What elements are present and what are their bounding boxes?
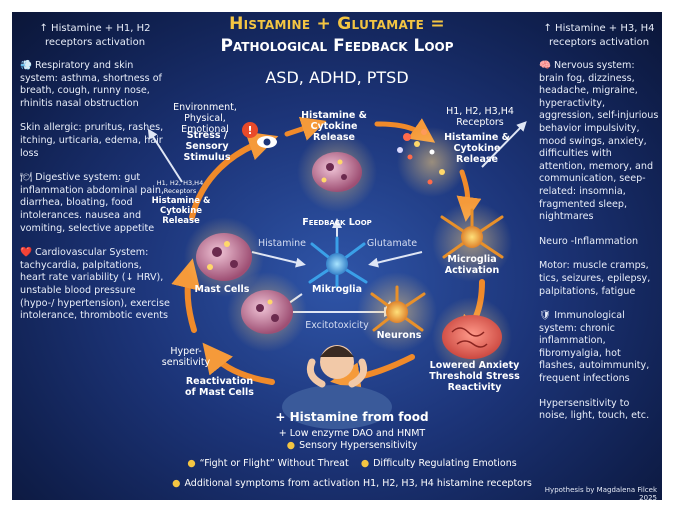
hypersensitivity-label: Hyper- sensitivity (161, 346, 211, 368)
credit: Hypothesis by Magdalena Filcek 2025 (544, 486, 657, 500)
brain-illustration (442, 315, 502, 359)
title-line-2: Pathological Feedback Loop (220, 36, 454, 56)
environment-label: Environment, Physical, Emotional (173, 102, 237, 135)
svg-text:!: ! (247, 124, 252, 137)
right-section-immunological: 🛡Immunological system: chronic inflammat… (539, 310, 659, 386)
right-section-text: Motor: muscle cramps, tics, seizures, ep… (539, 260, 651, 297)
sensory-line: ●Sensory Hypersensitivity (162, 440, 542, 451)
histamine-food-line: + Histamine from food (275, 410, 429, 424)
left-section-respiratory: 💨Respiratory and skin system: asthma, sh… (20, 60, 170, 110)
histamine-release-left-label: Histamine & Cytokine Release (151, 196, 211, 226)
arrow-to-right-column (481, 121, 527, 168)
regulating-emotions-text: Difficulty Regulating Emotions (373, 458, 517, 469)
right-section-text: Hypersensitivity to noise, light, touch,… (539, 397, 650, 422)
glutamate-label: Glutamate (366, 238, 418, 249)
brain-icon: 🧠 (539, 60, 551, 71)
diagram-art: ! (147, 116, 527, 429)
granule-cluster-illustration (397, 129, 445, 185)
microglia-activation-label: Microglia Activation (444, 254, 500, 276)
reactivation-label: Reactivation of Mast Cells (185, 376, 254, 398)
bullet-icon: ● (172, 478, 181, 489)
stimulus-illustration: ! (242, 122, 277, 148)
shield-icon: 🛡 (539, 310, 552, 322)
lungs-icon: 💨 (20, 60, 32, 71)
left-section-skin: Skin allergic: pruritus, rashes, itching… (20, 122, 170, 160)
right-section-text: Neuro -Inflammation (539, 235, 639, 247)
lowered-anxiety-label: Lowered Anxiety Threshold Stress Reactiv… (429, 360, 520, 393)
bullet-icon: ● (286, 440, 296, 451)
left-section-cardiovascular: ❤️Cardiovascular System: tachycardia, pa… (20, 247, 170, 323)
right-section-text: Immunological system: chronic inflammati… (539, 310, 650, 385)
subtitle: ASD, ADHD, PTSD (265, 68, 409, 87)
left-column-header: ↑ Histamine + H1, H2 receptors activatio… (39, 23, 151, 48)
poster: ! ↑ Histamine + H1, H2 receptors activat… (12, 12, 662, 500)
right-section-motor: Motor: muscle cramps, tics, seizures, ep… (539, 260, 659, 298)
plate-icon: 🍽 (20, 172, 33, 184)
excitotoxicity-label: Excitotoxicity (305, 320, 369, 331)
histamine-release-top-label: Histamine & Cytokine Release (301, 110, 367, 143)
microglia-illustration (308, 236, 368, 289)
additional-symptoms-text: Additional symptoms from activation H1, … (184, 478, 532, 489)
mast-cell-lower-illustration (241, 290, 293, 334)
left-section-text: Respiratory and skin system: asthma, sho… (20, 60, 162, 109)
receptors-top-label: H1, H2, H3,H4 Receptors (446, 106, 514, 128)
additional-symptoms-line: ●Additional symptoms from activation H1,… (162, 478, 542, 489)
neurons-illustration (370, 285, 426, 332)
right-column: ↑ Histamine + H3, H4 receptors activatio… (539, 22, 659, 435)
fight-flight-text: “Fight or Flight” Without Threat (199, 458, 349, 469)
right-section-nervous: 🧠Nervous system: brain fog, dizziness, h… (539, 60, 659, 224)
left-section-digestive: 🍽Digestive system: gut inflammation abdo… (20, 172, 170, 235)
heart-icon: ❤️ (20, 247, 32, 259)
right-section-hypersensitivity: Hypersensitivity to noise, light, touch,… (539, 398, 659, 423)
mast-cells-label: Mast Cells (194, 284, 250, 295)
fight-flight-line: ●“Fight or Flight” Without Threat ●Diffi… (162, 458, 542, 469)
sensory-text: Sensory Hypersensitivity (299, 440, 418, 451)
feedback-loop-label: Feedback Loop (302, 217, 372, 228)
bullet-icon: ● (187, 458, 196, 469)
left-section-text: Digestive system: gut inflammation abdom… (20, 172, 165, 234)
left-column: ↑ Histamine + H1, H2 receptors activatio… (20, 22, 170, 335)
stress-label: Stress / Sensory Stimulus (183, 130, 231, 163)
receptors-left-label: H1, H2, H3,H4 Receptors (156, 179, 204, 195)
bullet-icon: ● (360, 458, 370, 469)
stressed-person-illustration (282, 345, 392, 429)
mast-cell-top-illustration (312, 152, 362, 192)
left-section-text: Skin allergic: pruritus, rashes, itching… (20, 122, 164, 159)
low-enzyme-line: + Low enzyme DAO and HNMT (278, 428, 426, 439)
histamine-release-right-label: Histamine & Cytokine Release (444, 132, 510, 165)
histamine-label: Histamine (257, 238, 307, 249)
left-section-text: Cardiovascular System: tachycardia, palp… (20, 247, 170, 322)
neurons-label: Neurons (376, 330, 422, 341)
arrow-to-left-column (147, 128, 183, 183)
mast-cell-left-illustration (196, 233, 252, 281)
right-section-neuroinflammation: Neuro -Inflammation (539, 236, 659, 249)
right-section-text: Nervous system: brain fog, dizziness, he… (539, 60, 659, 223)
right-column-header: ↑ Histamine + H3, H4 receptors activatio… (543, 23, 655, 48)
mikroglia-label: Mikroglia (312, 284, 362, 295)
microglia-activation-illustration (440, 208, 504, 259)
title-line-1: Histamine + Glutamate = (229, 14, 445, 34)
